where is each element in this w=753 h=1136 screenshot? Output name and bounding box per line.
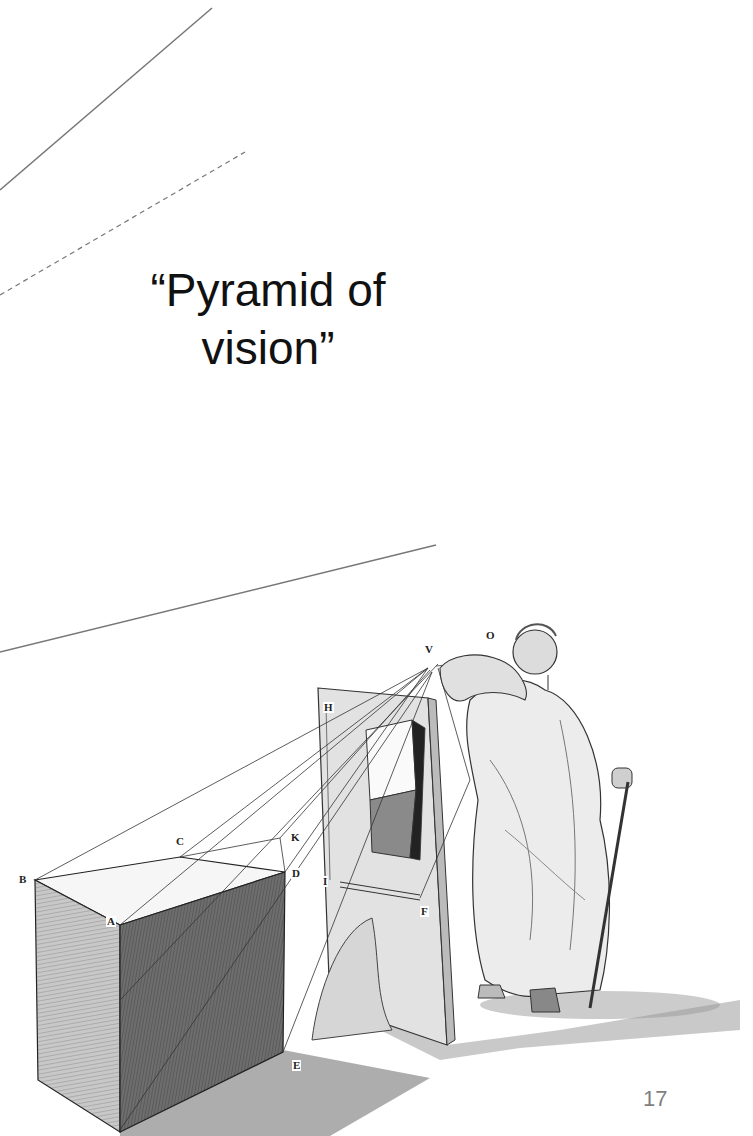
point-letter: C bbox=[175, 836, 185, 847]
page-number: 17 bbox=[643, 1088, 667, 1110]
point-letter: I bbox=[322, 876, 328, 887]
point-letter: F bbox=[420, 906, 429, 917]
point-letter: H bbox=[323, 702, 334, 713]
point-letter: E bbox=[292, 1060, 301, 1071]
deco-line bbox=[0, 545, 436, 652]
deco-line bbox=[0, 8, 212, 190]
point-letter: O bbox=[485, 630, 496, 641]
point-letter: D bbox=[291, 868, 301, 879]
visual-rays bbox=[35, 660, 500, 1130]
point-letter: B bbox=[18, 874, 27, 885]
observer-figure bbox=[440, 624, 632, 1012]
cube bbox=[35, 857, 285, 1132]
point-letter: V bbox=[424, 644, 434, 655]
point-letter: K bbox=[290, 832, 301, 843]
slide-title: “Pyramid of vision” bbox=[138, 262, 398, 377]
point-letter: A bbox=[106, 916, 116, 927]
